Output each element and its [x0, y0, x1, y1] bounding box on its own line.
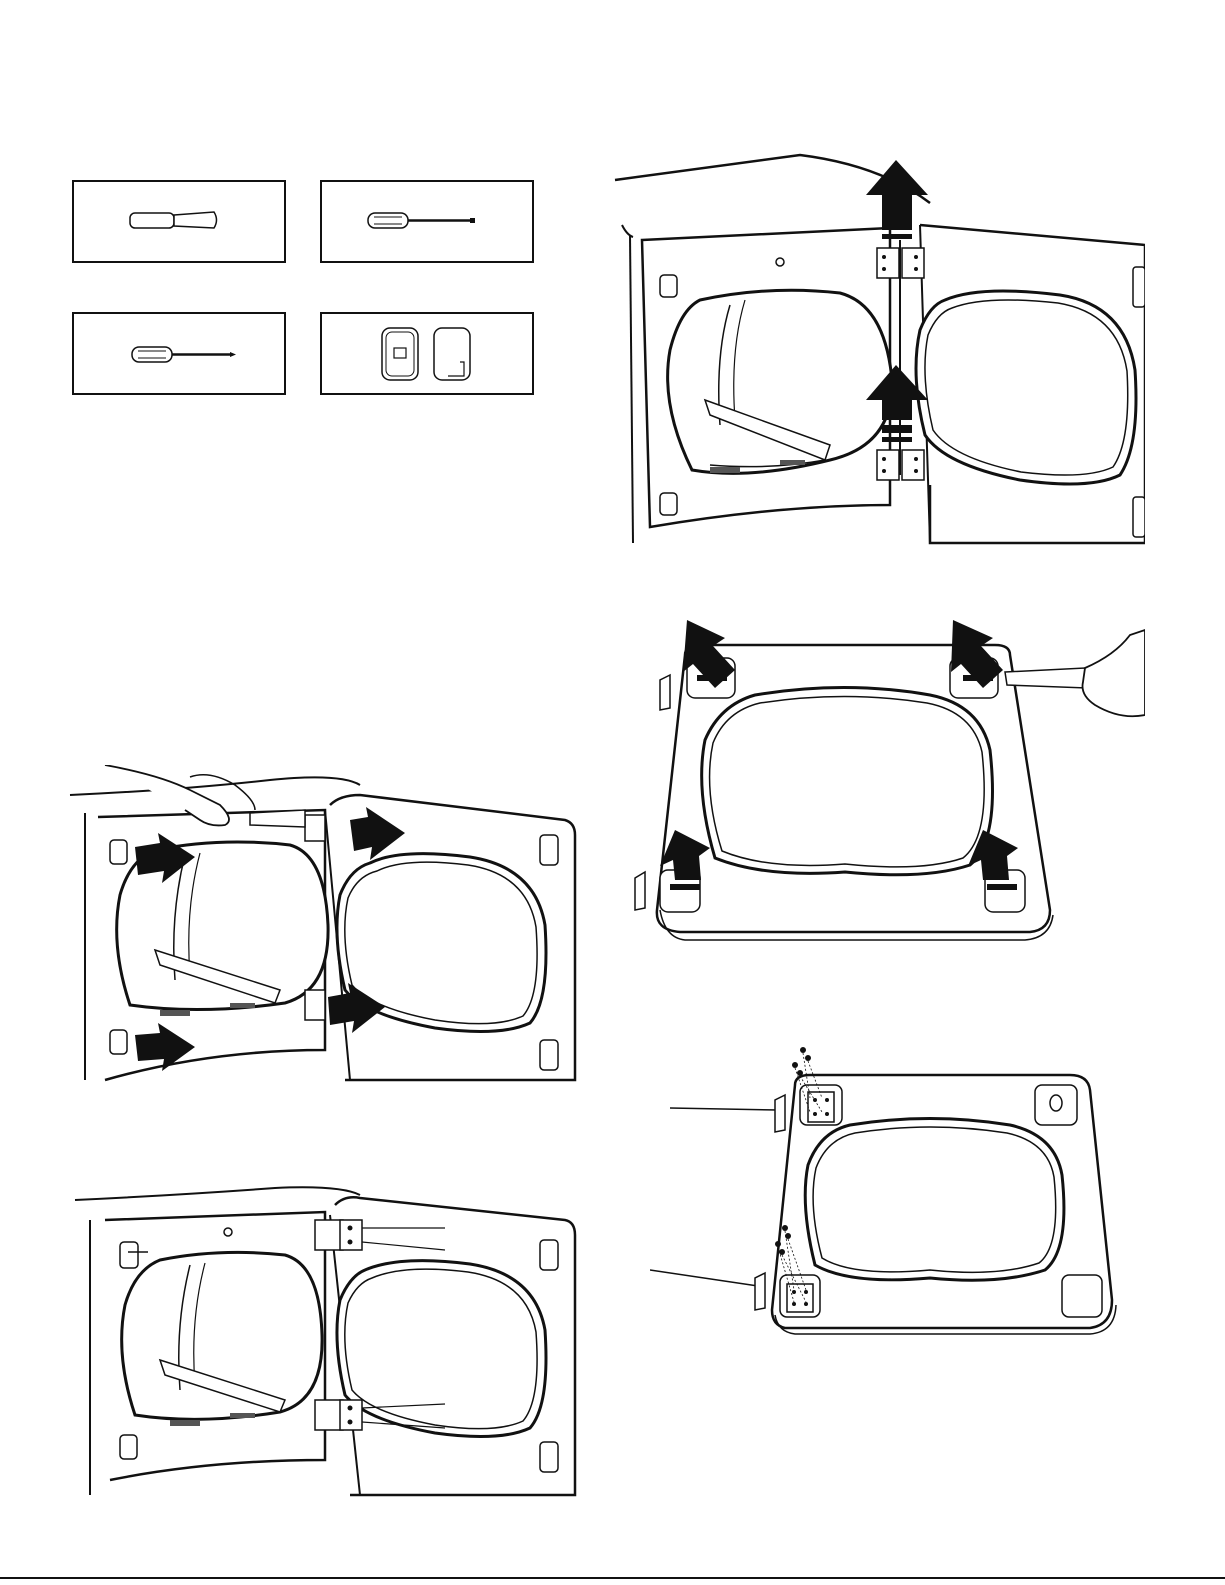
- figure-hinge-screws: [60, 1180, 585, 1500]
- phillips-screwdriver-icon: [74, 314, 284, 393]
- hinge-screws-illustration: [60, 1180, 585, 1500]
- door-plugs-illustration: [625, 610, 1145, 950]
- figure-door-plugs: [625, 610, 1145, 950]
- plug-buttons-icon: [322, 314, 532, 393]
- figure-hinge-reassembly: [650, 1040, 1120, 1340]
- footer-rule: [0, 1577, 1225, 1579]
- figure-cabinet-plugs: [60, 765, 585, 1085]
- door-removal-illustration: [600, 145, 1145, 545]
- tool-box-phillips-screwdriver: [72, 312, 286, 395]
- tool-box-flat-screwdriver: [320, 180, 534, 263]
- flat-blade-screwdriver-icon: [322, 182, 532, 261]
- putty-knife-icon: [74, 182, 284, 261]
- cabinet-plugs-illustration: [60, 765, 585, 1085]
- tool-box-plug-buttons: [320, 312, 534, 395]
- figure-door-removal: [600, 145, 1145, 545]
- hinge-reassembly-illustration: [650, 1040, 1120, 1340]
- tool-box-putty-knife: [72, 180, 286, 263]
